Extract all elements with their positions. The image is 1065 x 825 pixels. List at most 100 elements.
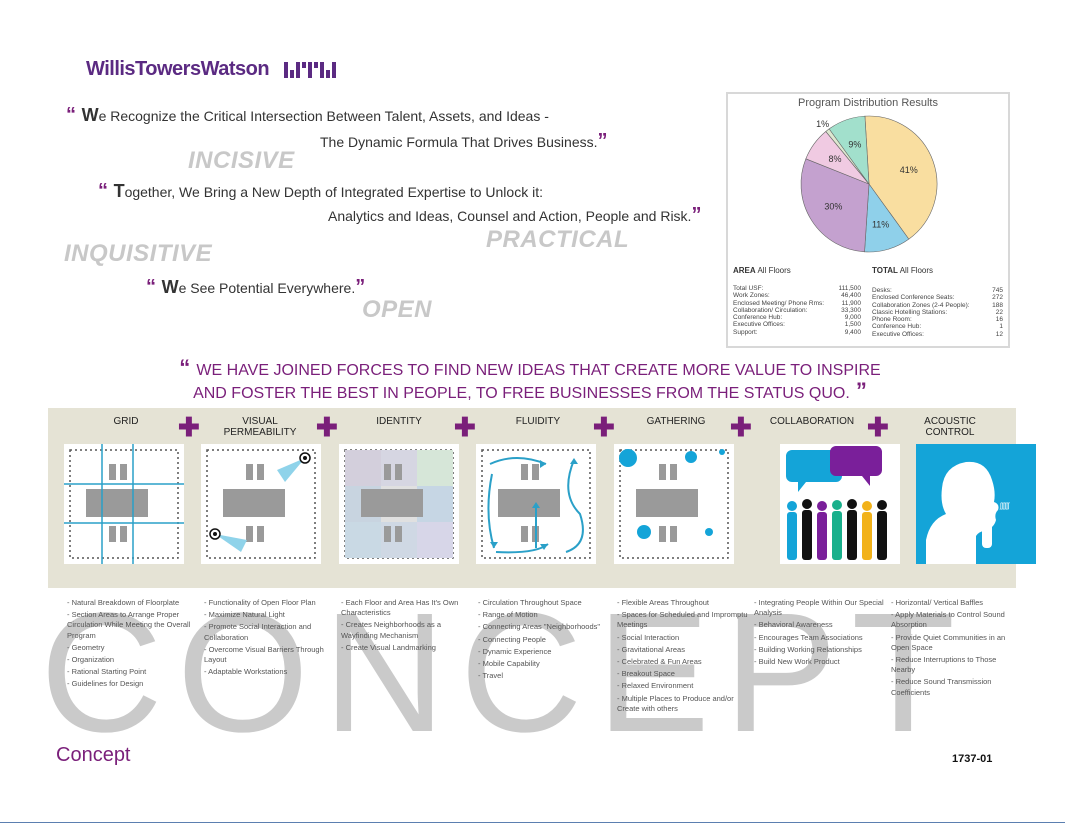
list-item: - Relaxed Environment — [617, 681, 694, 691]
list-item: - Build New Work Product — [754, 657, 840, 667]
concept-title-fluidity: FLUIDITY — [515, 416, 561, 427]
stat-value: 33,300 — [841, 306, 861, 314]
list-item: - Natural Breakdown of Floorplate — [67, 598, 180, 607]
quote-1: “ We Recognize the Critical Intersection… — [66, 104, 549, 126]
area-heading: AREA All Floors — [733, 266, 791, 275]
stat-label: Enclosed Conference Seats: — [872, 294, 955, 302]
stat-row: Total USF: 111,500 — [733, 285, 861, 292]
pie-slice — [864, 115, 938, 240]
page-title: Concept — [56, 744, 131, 766]
concept-title-grid: GRID — [113, 416, 139, 427]
stat-label: Classic Hotelling Stations: — [872, 308, 948, 316]
stat-label: Executive Offices: — [872, 330, 924, 338]
list-item: - Connecting Areas "Neighborhoods" — [478, 622, 601, 632]
concept-watermark: CONCEPT — [40, 578, 970, 768]
pie-slice-label: 41% — [900, 165, 918, 175]
stat-label: Support: — [733, 328, 758, 336]
stat-row: Work Zones:46,400 — [733, 292, 861, 299]
program-distribution-panel: Program Distribution Results 41%11%30%8%… — [726, 92, 1010, 348]
stat-row: Executive Offices:1,500 — [733, 321, 861, 328]
stat-row: Desks:745 — [872, 287, 1003, 294]
pie-slice — [828, 115, 870, 186]
list-item: - Spaces for Scheduled and Impromptu Mee… — [617, 610, 748, 630]
stat-value: 9,400 — [844, 328, 861, 336]
stat-value: 11,900 — [841, 299, 861, 307]
quote-2: “ Together, We Bring a New Depth of Inte… — [98, 180, 543, 202]
pie-chart: 41%11%30%8%1%9% — [800, 115, 938, 253]
acoustic-control-illustration: ʃʃʃʃʃʃ — [916, 444, 1036, 564]
concept-desc-collaboration: - Integrating People Within Our Special … — [754, 598, 886, 669]
stat-value: 272 — [992, 294, 1003, 302]
list-item: - Horizontal/ Vertical Baffles — [891, 598, 983, 607]
list-item: - Organization — [67, 655, 115, 665]
list-item: - Creates Neighborhoods as a Wayfinding … — [341, 620, 442, 640]
concept-desc-visual-permeability: - Functionality of Open Floor Plan - Maxi… — [204, 598, 336, 679]
list-item: - Provide Quiet Communities in an Open S… — [891, 632, 1006, 652]
keyword-inquisitive: INQUISITIVE — [64, 240, 213, 267]
stat-row: Conference Hub: 9,000 — [733, 314, 861, 321]
concept-title-collaboration: COLLABORATION — [769, 416, 855, 427]
plus-icon: ✚ — [178, 412, 200, 442]
list-item: - Integrating People Within Our Special … — [754, 598, 884, 618]
stat-value: 12 — [995, 330, 1003, 338]
svg-text:ʃʃʃʃʃʃ: ʃʃʃʃʃʃ — [999, 503, 1011, 510]
quote-1-line2: The Dynamic Formula That Drives Business… — [320, 130, 608, 152]
stat-row: Enclosed Meeting/ Phone Rms:11,900 — [733, 300, 861, 307]
concept-title-gathering: GATHERING — [646, 416, 706, 427]
stat-value: 111,500 — [838, 285, 861, 292]
concept-desc-acoustic-control: - Horizontal/ Vertical Baffles - Apply Ma… — [891, 598, 1019, 700]
gathering-diagram — [614, 444, 734, 564]
pie-slice-label: 11% — [872, 220, 889, 230]
stat-value: 46,400 — [841, 292, 861, 300]
stat-label: Conference Hub: — [872, 323, 922, 331]
quote-3: “ We See Potential Everywhere.” — [146, 276, 366, 298]
stat-value: 1,500 — [844, 321, 861, 329]
stat-value: 188 — [992, 301, 1003, 309]
plus-icon: ✚ — [316, 412, 338, 442]
list-item: - Breakout Space — [617, 669, 675, 679]
list-item: - Overcome Visual Barriers Through Layou… — [204, 644, 324, 665]
fluidity-diagram — [476, 444, 596, 564]
concept-desc-gathering: - Flexible Areas Throughout - Spaces for … — [617, 598, 749, 716]
list-item: - Apply Materials to Control Sound Absor… — [891, 610, 1005, 630]
list-item: - Celebrated & Fun Areas — [617, 657, 702, 667]
stat-row: Collaboration Zones (2-4 People):188 — [872, 302, 1003, 309]
list-item: - Reduce Sound Transmission Coefficients — [891, 677, 992, 697]
list-item: - Adaptable Workstations — [204, 667, 288, 677]
visual-permeability-diagram — [201, 444, 321, 564]
list-item: - Promote Social Interaction and Collabo… — [204, 622, 312, 642]
list-item: - Range of Motion — [478, 610, 538, 620]
footer-divider — [0, 822, 1065, 823]
stat-label: Collaboration/ Circulation: — [733, 306, 808, 314]
list-item: - Connecting People — [478, 634, 546, 644]
stat-value: 9,000 — [844, 314, 861, 322]
stat-label: Conference Hub: — [733, 314, 783, 322]
collaboration-illustration — [780, 444, 900, 564]
stat-value: 745 — [992, 287, 1003, 294]
plus-icon: ✚ — [454, 412, 476, 442]
list-item: - Gravitational Areas — [617, 644, 685, 654]
list-item: - Dynamic Experience — [478, 646, 552, 656]
pie-slice-label: 8% — [828, 154, 841, 164]
chart-title: Program Distribution Results — [798, 97, 938, 109]
stat-row: Conference Hub: 1 — [872, 323, 1003, 330]
list-item: - Building Working Relationships — [754, 644, 862, 654]
grid-diagram — [50, 430, 198, 578]
keyword-incisive: INCISIVE — [188, 147, 295, 174]
keyword-open: OPEN — [362, 296, 433, 323]
list-item: - Functionality of Open Floor Plan — [204, 598, 316, 607]
list-item: - Maximize Natural Light — [204, 610, 285, 620]
list-item: - Encourages Team Associations — [754, 632, 863, 642]
list-item: - Section Areas to Arrange Proper Circul… — [67, 610, 191, 640]
stat-label: Total USF: — [733, 285, 764, 292]
list-item: - Travel — [478, 671, 504, 681]
list-item: - Multiple Places to Produce and/or Crea… — [617, 693, 734, 713]
stat-row: Support: 9,400 — [733, 329, 861, 336]
list-item: - Guidelines for Design — [67, 679, 144, 689]
plus-icon: ✚ — [730, 412, 752, 442]
brand-logo-text: WillisTowersWatson — [86, 58, 270, 80]
stat-value: 1 — [999, 323, 1003, 331]
list-item: - Flexible Areas Throughout — [617, 598, 709, 607]
